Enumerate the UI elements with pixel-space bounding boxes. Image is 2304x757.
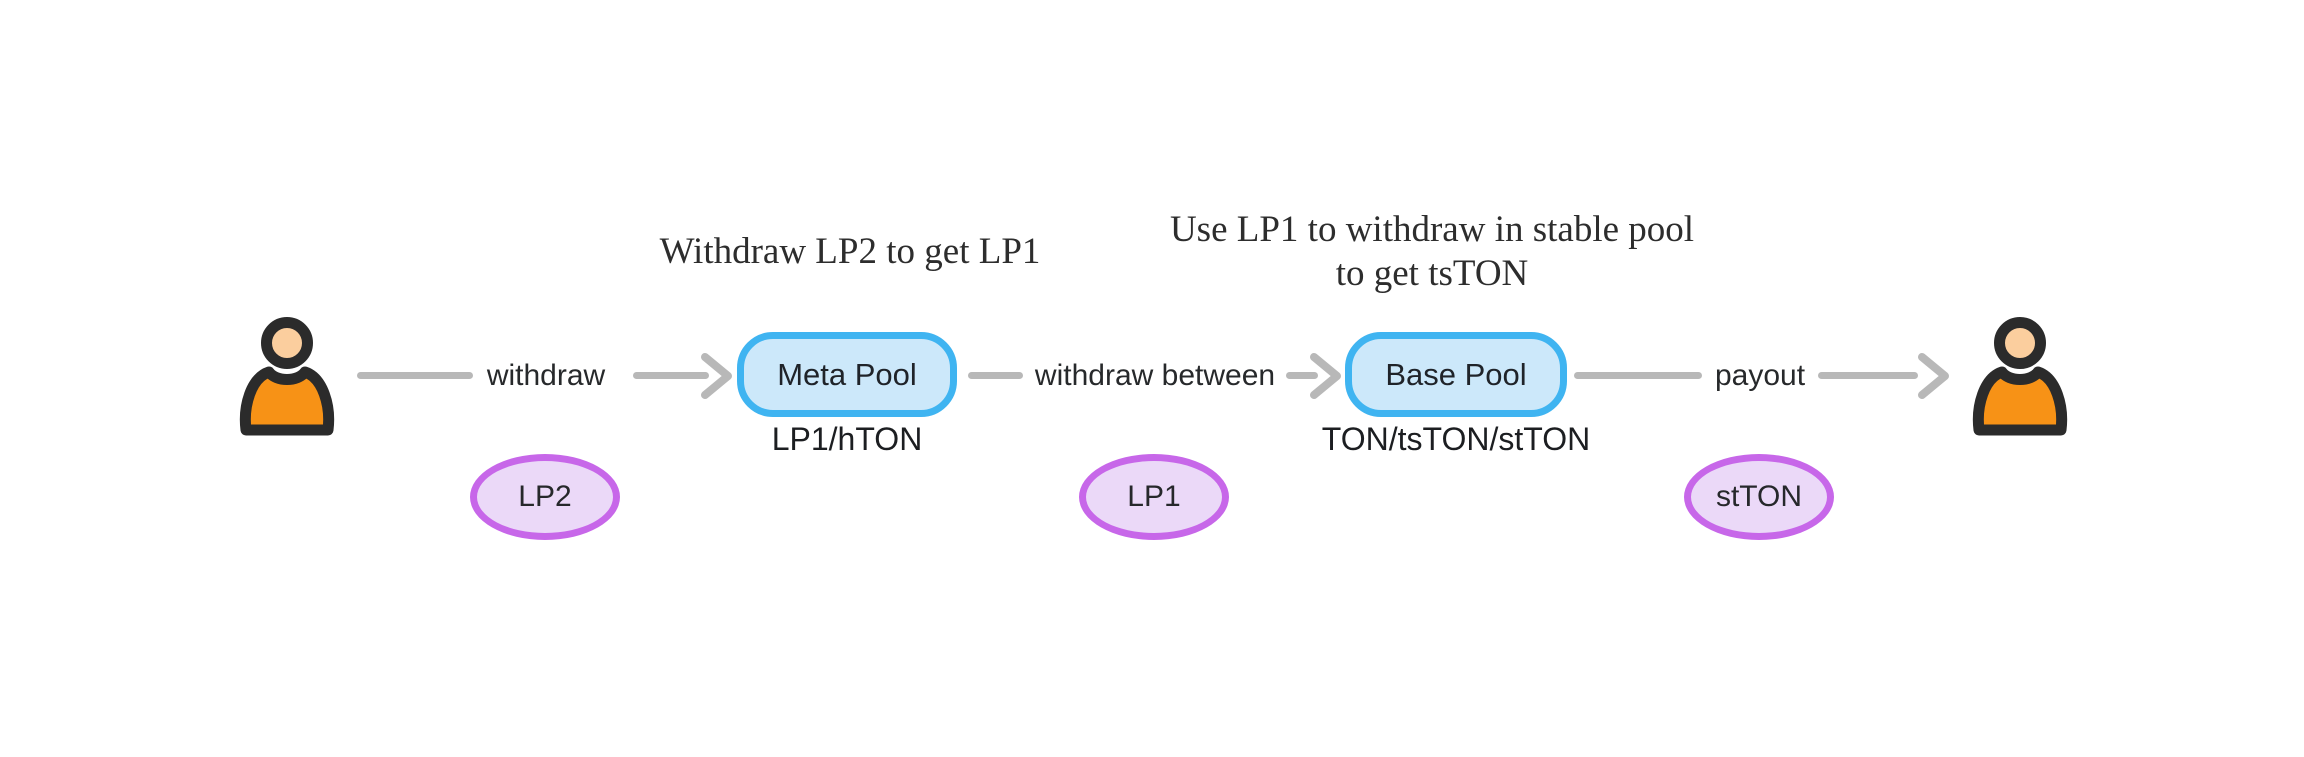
node-base-pool-assets: TON/tsTON/stTON [1321, 421, 1591, 457]
token-label: stTON [1715, 480, 1803, 513]
node-label: Meta Pool [777, 356, 917, 392]
user-icon-left [239, 317, 335, 436]
token-label: LP2 [518, 480, 572, 513]
edge-line [633, 372, 709, 379]
edge-label-withdraw: withdraw [486, 359, 606, 392]
edge-line [1574, 372, 1702, 379]
token-lp1: LP1 [1079, 454, 1229, 540]
user-icon-right [1972, 317, 2068, 436]
token-label: LP1 [1127, 480, 1181, 513]
annotation-step1: Withdraw LP2 to get LP1 [659, 231, 1041, 272]
node-meta-pool-assets: LP1/hTON [771, 421, 923, 457]
edge-label-withdraw-between: withdraw between [1034, 359, 1276, 392]
edge-line [1818, 372, 1918, 379]
token-lp2: LP2 [470, 454, 620, 540]
arrowhead-icon [701, 353, 732, 399]
token-stton: stTON [1684, 454, 1834, 540]
node-label: Base Pool [1385, 356, 1527, 392]
edge-line [357, 372, 473, 379]
edge-label-payout: payout [1714, 359, 1806, 392]
node-base-pool: Base Pool [1345, 332, 1567, 417]
edge-line [968, 372, 1023, 379]
arrowhead-icon [1918, 353, 1949, 399]
annotation-step2: Use LP1 to withdraw in stable pool to ge… [1169, 209, 1695, 294]
edge-line [1286, 372, 1318, 379]
arrowhead-icon [1310, 353, 1341, 399]
node-meta-pool: Meta Pool [737, 332, 957, 417]
